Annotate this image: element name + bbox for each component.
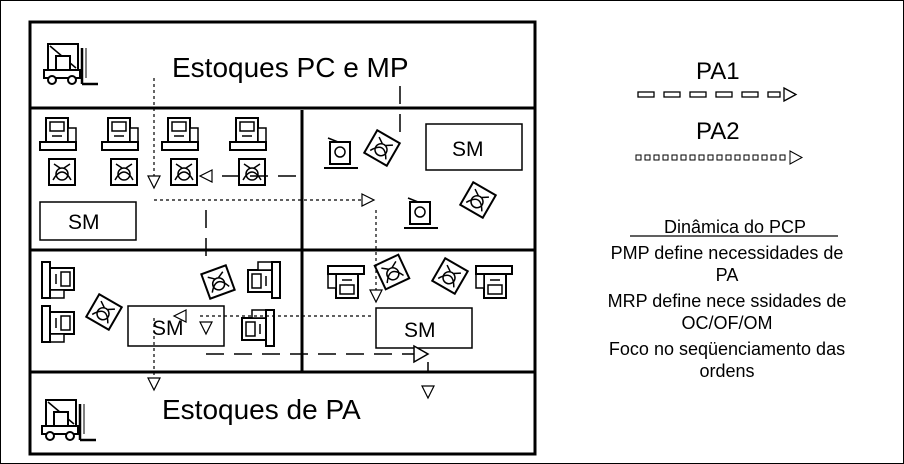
notes-line: PA bbox=[715, 265, 739, 285]
bottom-storage-title: Estoques de PA bbox=[162, 394, 361, 425]
notes-line: MRP define nece ssidades de bbox=[607, 291, 847, 311]
notes-line: ordens bbox=[699, 361, 755, 381]
top-storage-title: Estoques PC e MP bbox=[172, 52, 409, 83]
notes-line: Foco no seqüenciamento das bbox=[608, 339, 846, 359]
legend-pa1-line bbox=[637, 86, 798, 103]
legend-pa2-line bbox=[635, 150, 804, 165]
storage-zone-bottom bbox=[28, 370, 537, 456]
supermarket-label: SM bbox=[452, 138, 484, 161]
operator-icon bbox=[48, 158, 76, 186]
supermarket-box bbox=[127, 305, 225, 347]
operator-icon bbox=[170, 158, 198, 186]
supermarket-box bbox=[425, 123, 523, 171]
supermarket-box bbox=[39, 201, 137, 241]
notes-line: OC/OF/OM bbox=[681, 313, 773, 333]
supermarket-label: SM bbox=[68, 211, 100, 234]
flow-arrowheads bbox=[147, 169, 435, 400]
operator-icon bbox=[238, 158, 266, 186]
dispatch-flag-icon bbox=[413, 344, 430, 372]
notes-heading: Dinâmica do PCP bbox=[663, 217, 807, 237]
legend-pa2-label: PA2 bbox=[696, 118, 740, 145]
pa2-flow-path bbox=[153, 78, 377, 380]
supermarket-label: SM bbox=[404, 319, 436, 342]
operator-icon bbox=[110, 158, 138, 186]
supermarket-label: SM bbox=[152, 317, 184, 340]
supermarket-box bbox=[375, 307, 473, 349]
legend-pa1-label: PA1 bbox=[696, 58, 740, 85]
notes-line: PMP define necessidades de bbox=[610, 243, 844, 263]
pa1-flow-path bbox=[205, 86, 420, 355]
